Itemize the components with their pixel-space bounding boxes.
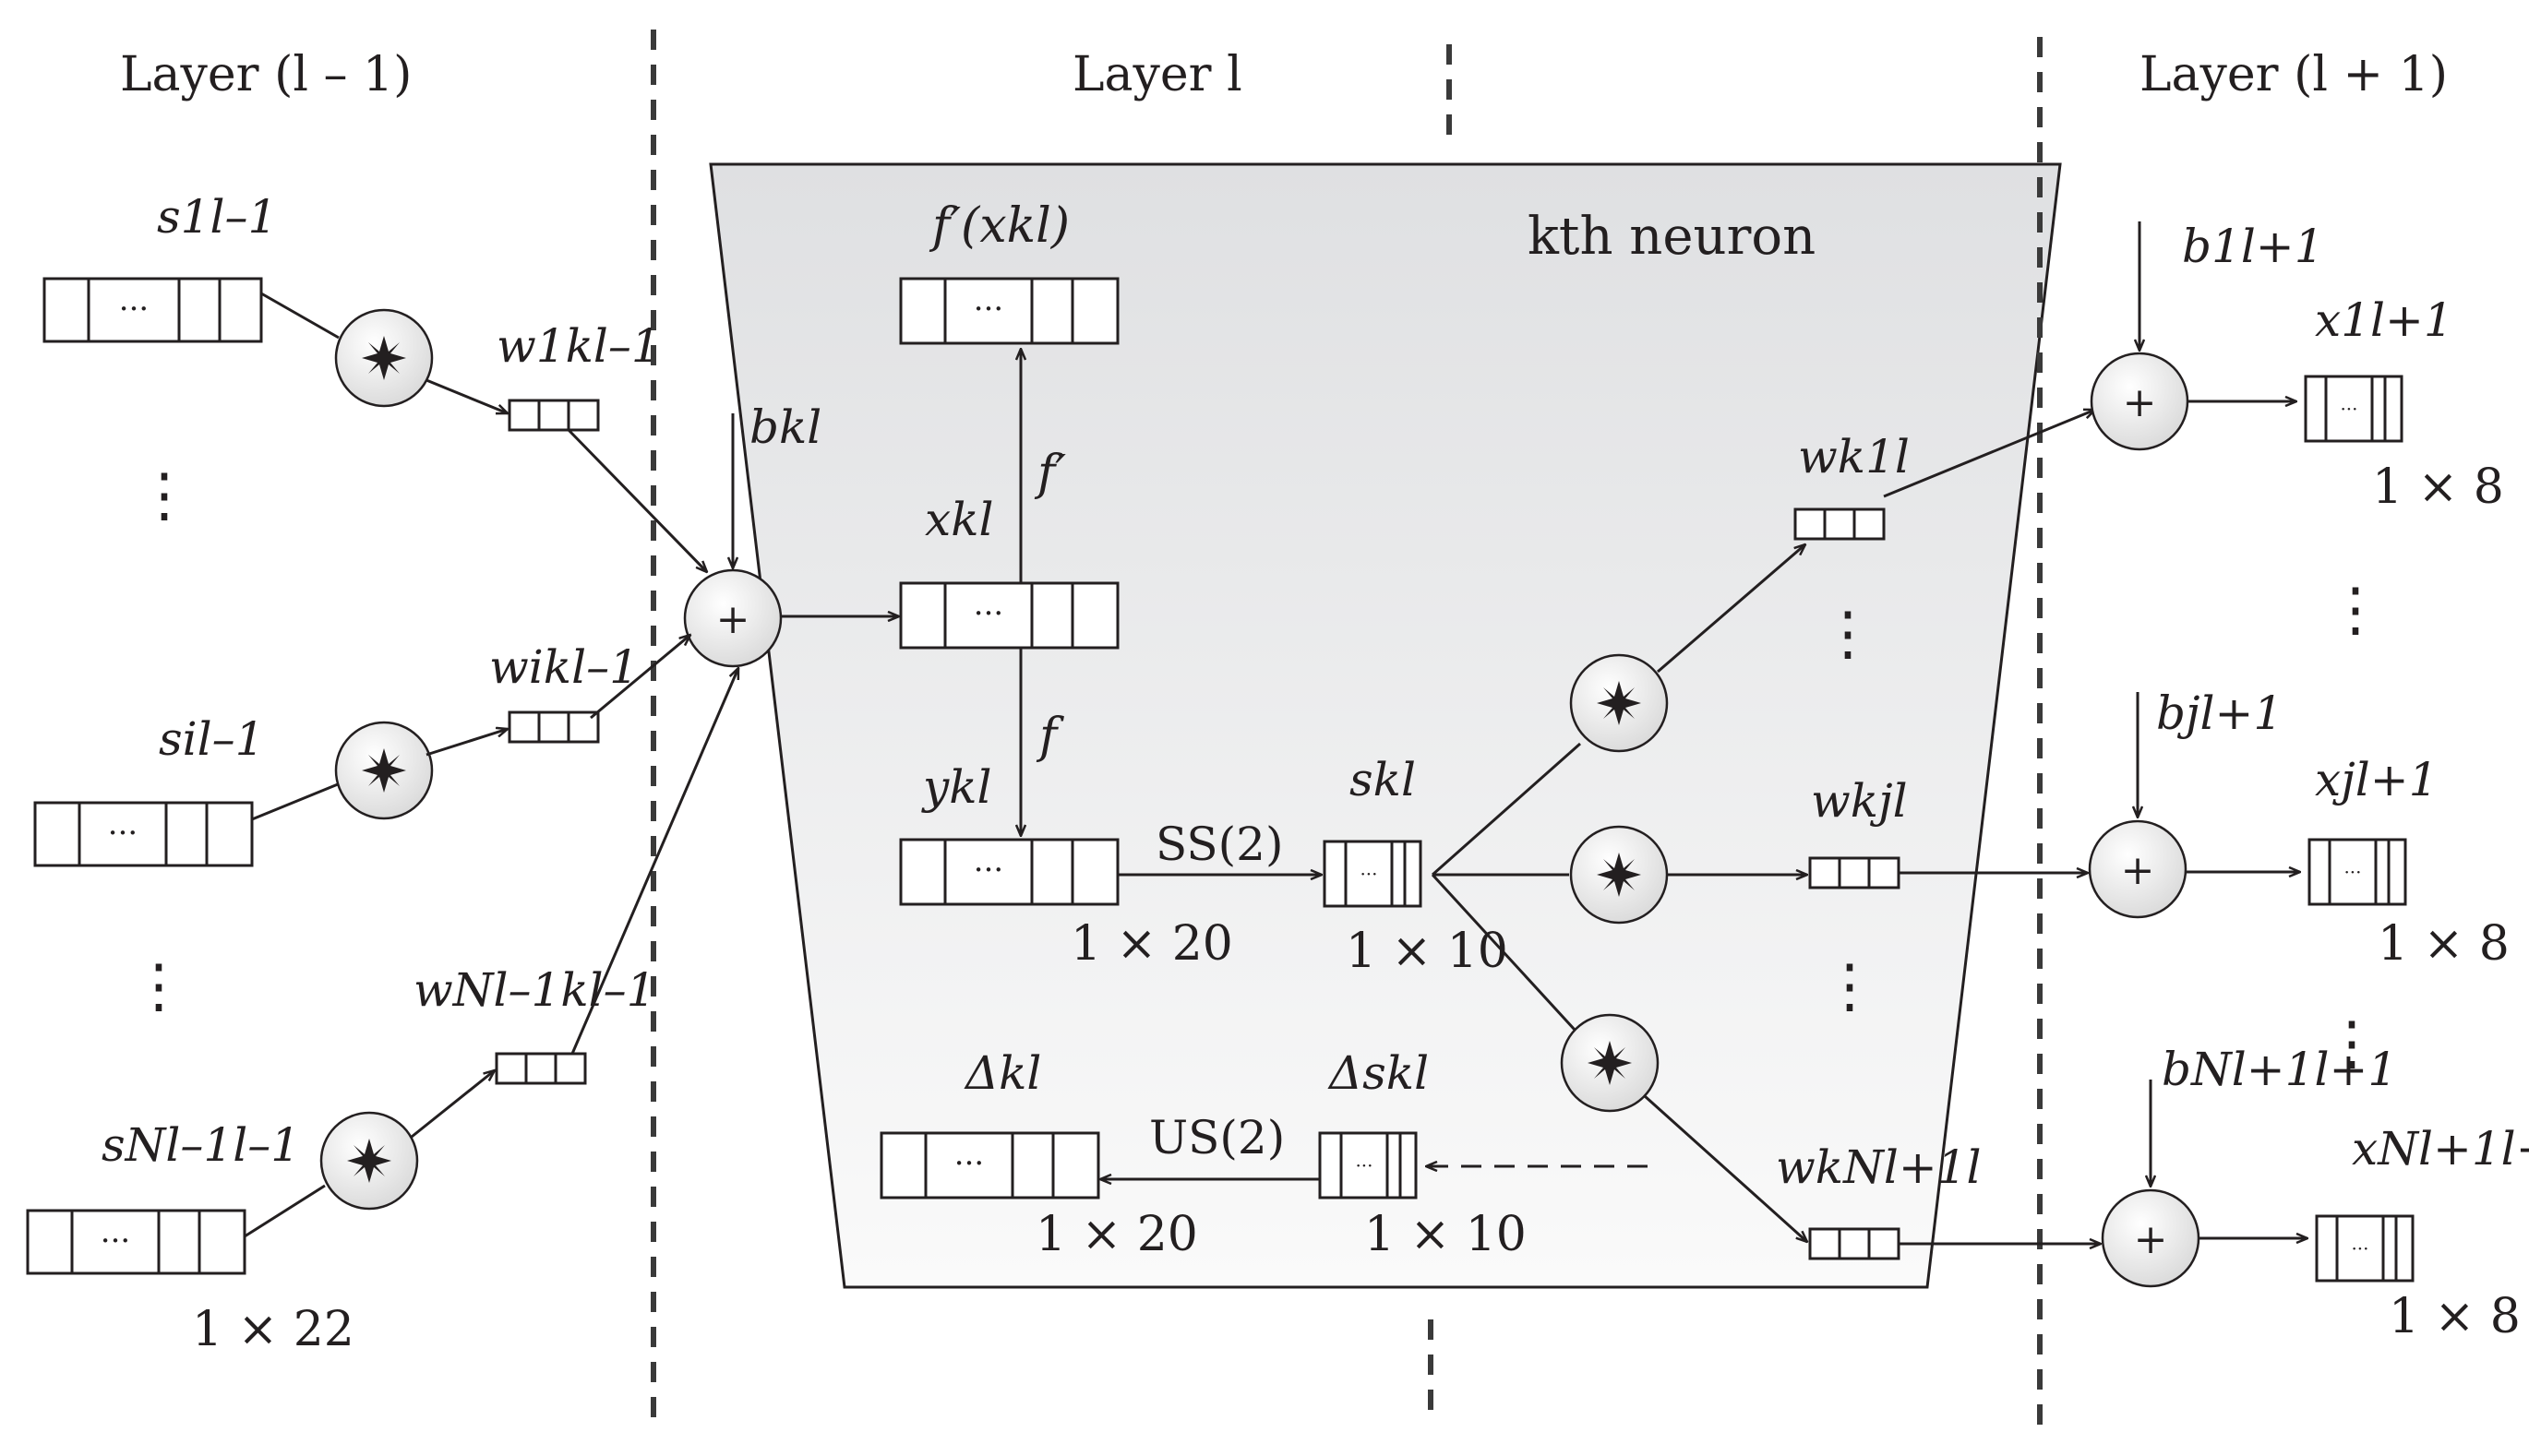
map-s: ··· <box>1323 840 1422 908</box>
kernel-w1k <box>508 399 600 432</box>
kernel-vdots-1: ⋮ <box>1818 600 1877 668</box>
map-fprime-x-dots: ··· <box>974 291 1003 328</box>
map-delta-s-dots: ··· <box>1355 1154 1372 1176</box>
bias-bk-label: bkl <box>749 400 821 454</box>
input-map-i-label: sil–1 <box>159 712 264 766</box>
kernel-vdots-2: ⋮ <box>1820 952 1879 1020</box>
input-map-n-label: sNl–1l–1 <box>102 1118 300 1172</box>
neuron-title: kth neuron <box>1528 207 1816 267</box>
kernel-wik <box>508 710 600 744</box>
output-map-n: ··· <box>2315 1214 2415 1283</box>
map-delta-s: ··· <box>1318 1131 1418 1199</box>
layer-next-title: Layer (l + 1) <box>2139 47 2448 102</box>
map-fprime-x-label: f′(xkl) <box>929 198 1070 254</box>
kernel-wk1-label: wk1l <box>1798 430 1910 483</box>
map-delta-label: Δkl <box>964 1046 1041 1100</box>
kernel-wkn <box>1808 1227 1900 1260</box>
input-map-n-dots: ··· <box>101 1223 130 1259</box>
kernel-wnk-label: wNl–1kl–1 <box>414 963 655 1017</box>
map-delta-s-size: 1 × 10 <box>1364 1207 1527 1262</box>
layer-prev-title: Layer (l – 1) <box>120 47 412 102</box>
kernel-wnk <box>495 1052 587 1085</box>
kernel-wk1 <box>1793 507 1886 541</box>
sum-node-out-1-plus: + <box>2123 379 2157 426</box>
map-delta-s-label: Δskl <box>1327 1046 1429 1100</box>
output-map-j-label: xjl+1 <box>2315 753 2438 806</box>
kernel-wik-label: wikl–1 <box>489 640 639 694</box>
input-map-i-dots: ··· <box>108 815 138 852</box>
conv-operator-out-n <box>1560 1013 1660 1113</box>
map-delta-size: 1 × 20 <box>1036 1207 1198 1262</box>
input-map-1-dots: ··· <box>119 291 149 328</box>
output-map-n-size: 1 × 8 <box>2389 1289 2521 1344</box>
map-x-label: xkl <box>925 493 994 546</box>
output-map-n-dots: ··· <box>2351 1237 2368 1259</box>
sum-node-out-1: + <box>2090 352 2189 451</box>
output-map-1-dots: ··· <box>2340 398 2357 420</box>
map-fprime-x: ··· <box>899 277 1120 345</box>
output-vdots-2: ⋮ <box>2322 1009 2381 1078</box>
fprime-label: f′ <box>1034 446 1066 501</box>
output-map-j-dots: ··· <box>2343 861 2361 883</box>
map-s-dots: ··· <box>1360 863 1377 885</box>
map-delta-dots: ··· <box>954 1145 984 1182</box>
input-map-n: ··· <box>26 1209 246 1275</box>
neuron-boundary <box>709 162 2062 1289</box>
output-map-j: ··· <box>2307 838 2407 906</box>
kernel-wkj-label: wkjl <box>1811 774 1908 828</box>
conv-operator-out-1 <box>1569 653 1669 753</box>
kernel-w1k-label: w1kl–1 <box>497 319 661 373</box>
conv-operator-n <box>319 1111 419 1211</box>
input-map-1-label: s1l–1 <box>157 190 277 244</box>
sum-node-out-j-plus: + <box>2121 847 2155 894</box>
output-map-1-label: x1l+1 <box>2315 293 2453 347</box>
map-y-label: ykl <box>921 760 992 814</box>
output-map-j-size: 1 × 8 <box>2378 916 2510 972</box>
map-s-label: skl <box>1349 753 1416 806</box>
input-map-i: ··· <box>33 801 254 867</box>
output-map-n-label: xNl+1l+1 <box>2352 1122 2529 1176</box>
layer-curr-title: Layer l <box>1073 47 1242 102</box>
output-vdots-1: ⋮ <box>2326 576 2385 644</box>
ss-label: SS(2) <box>1156 818 1283 871</box>
map-y-size: 1 × 20 <box>1071 916 1233 972</box>
conv-operator-i <box>334 721 434 820</box>
sum-node-neuron: + <box>683 568 783 668</box>
bias-b1-label: b1l+1 <box>2182 220 2324 273</box>
sum-node-out-n: + <box>2101 1188 2200 1288</box>
sum-node-neuron-plus: + <box>716 596 750 643</box>
input-size-label: 1 × 22 <box>192 1302 354 1357</box>
map-x: ··· <box>899 581 1120 650</box>
conv-operator-out-j <box>1569 825 1669 925</box>
map-x-dots: ··· <box>974 595 1003 632</box>
input-map-1: ··· <box>42 277 263 343</box>
output-map-1: ··· <box>2304 375 2403 443</box>
bias-bj-label: bjl+1 <box>2156 686 2283 740</box>
conv-operator-1 <box>334 308 434 408</box>
map-s-size: 1 × 10 <box>1346 924 1508 979</box>
sum-node-out-n-plus: + <box>2134 1216 2168 1263</box>
output-map-1-size: 1 × 8 <box>2372 459 2504 515</box>
input-vdots-1: ⋮ <box>135 461 194 530</box>
sum-node-out-j: + <box>2088 819 2187 919</box>
input-vdots-2: ⋮ <box>129 952 188 1020</box>
kernel-wkn-label: wkNl+1l <box>1776 1140 1982 1194</box>
us-label: US(2) <box>1149 1111 1285 1164</box>
bias-bn-label: bNl+1l+1 <box>2162 1043 2397 1096</box>
map-delta: ··· <box>880 1131 1100 1199</box>
map-y-dots: ··· <box>974 852 1003 889</box>
kernel-wkj <box>1808 856 1900 889</box>
map-y: ··· <box>899 838 1120 906</box>
